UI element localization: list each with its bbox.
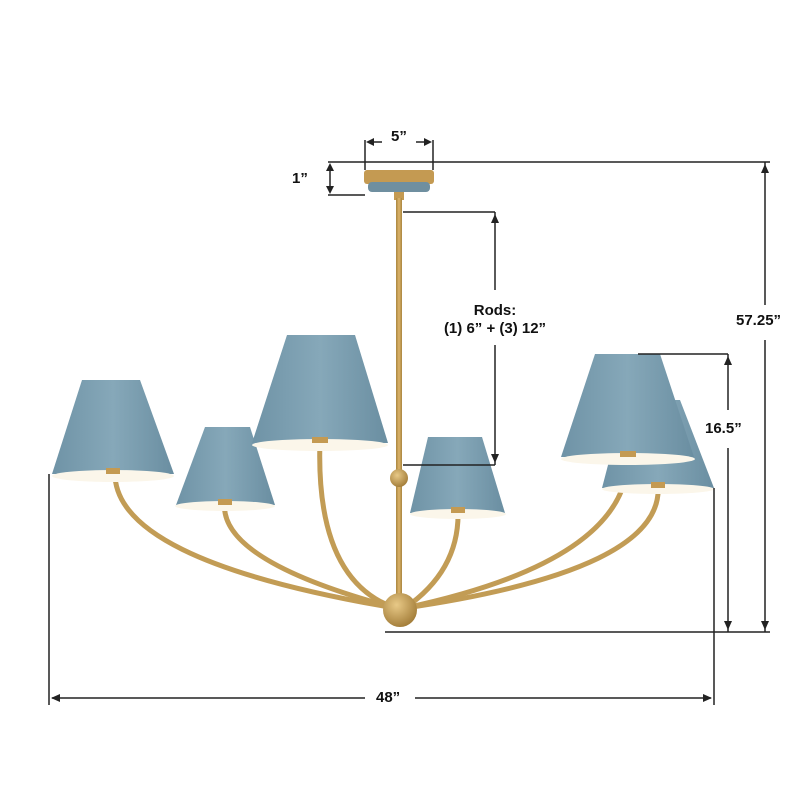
shade-center-right <box>410 437 506 519</box>
dimension-lines <box>48 138 770 705</box>
rods-detail-label: (1) 6” + (3) 12” <box>443 320 547 337</box>
overall-width-label: 48” <box>376 689 401 706</box>
shade-left <box>175 427 275 511</box>
fixture-height-label: 16.5” <box>705 420 742 437</box>
stem <box>390 198 408 598</box>
shade-far-right <box>561 354 695 465</box>
overall-height-label: 57.25” <box>736 312 782 329</box>
canopy-height-label: 1” <box>292 170 308 187</box>
canopy <box>364 170 434 200</box>
shade-center-left <box>252 335 388 451</box>
shade-far-left <box>52 380 174 482</box>
canopy-width-label: 5” <box>391 128 407 145</box>
rods-title-label: Rods: <box>473 302 517 319</box>
center-ball <box>383 593 417 627</box>
